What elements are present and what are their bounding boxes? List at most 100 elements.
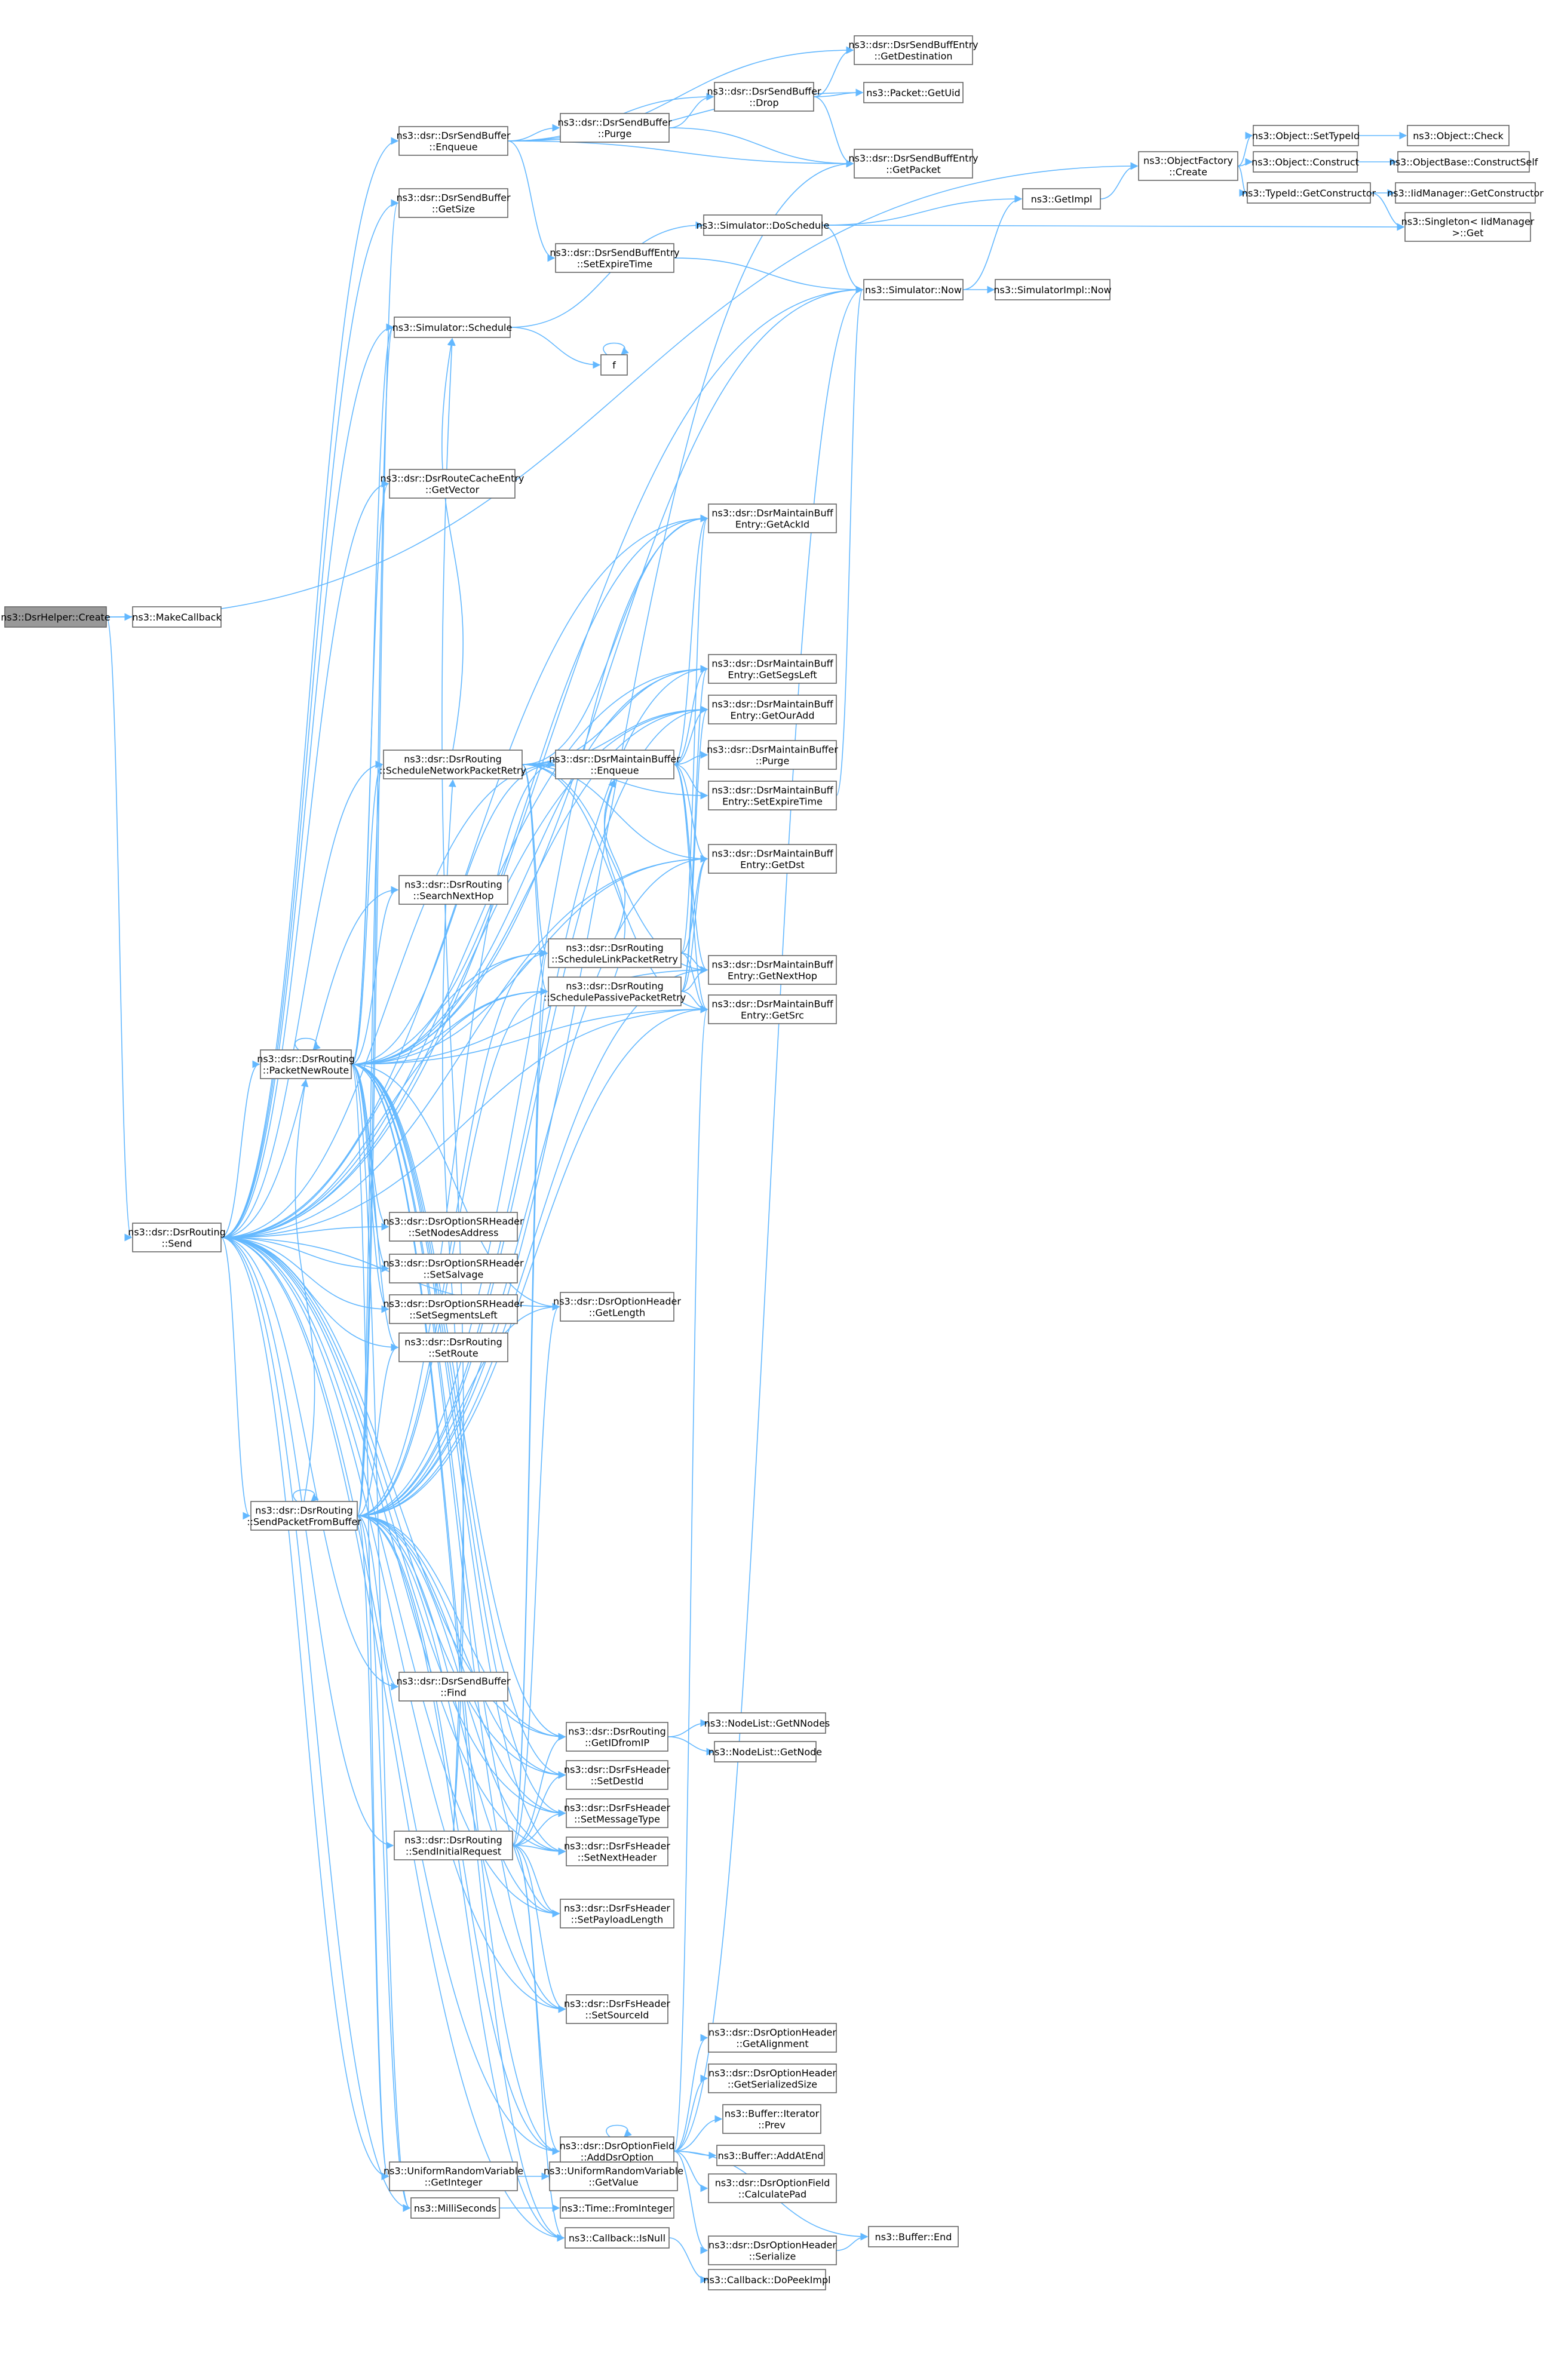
node-ohserialize[interactable]: ns3::dsr::DsrOptionHeader::Serialize bbox=[708, 2235, 837, 2265]
edge-create-to-ofcreate bbox=[106, 162, 1139, 618]
node-box bbox=[548, 938, 682, 968]
node-addopt[interactable]: ns3::dsr::DsrOptionField::AddDsrOption bbox=[560, 2136, 675, 2166]
edge-addopt-to-ohalign bbox=[673, 2034, 708, 2152]
edge-addopt-to-mbsrc bbox=[673, 1006, 708, 2152]
edge-pnr-to-mbdst bbox=[351, 855, 708, 1065]
node-sbdrop[interactable]: ns3::dsr::DsrSendBuffer::Drop bbox=[707, 82, 821, 112]
node-iidgetctor[interactable]: ns3::IidManager::GetConstructor bbox=[1387, 182, 1544, 204]
node-rcegetvec[interactable]: ns3::dsr::DsrRouteCacheEntry::GetVector bbox=[380, 469, 524, 499]
edge-ofcreate-to-settypeid bbox=[1237, 131, 1253, 167]
edge-sir-to-spprt bbox=[512, 988, 548, 1846]
node-mbenq[interactable]: ns3::dsr::DsrMaintainBuffer::Enqueue bbox=[549, 750, 680, 779]
node-bufend[interactable]: ns3::Buffer::End bbox=[868, 2226, 959, 2247]
node-snh[interactable]: ns3::dsr::DsrRouting::SearchNextHop bbox=[398, 875, 508, 905]
node-isnull[interactable]: ns3::Callback::IsNull bbox=[565, 2227, 670, 2249]
node-pnr[interactable]: ns3::dsr::DsrRouting::PacketNewRoute bbox=[257, 1049, 355, 1079]
node-ofcreate[interactable]: ns3::ObjectFactory::Create bbox=[1138, 151, 1238, 181]
edge-send-to-sbenq bbox=[220, 137, 399, 1238]
node-getuid[interactable]: ns3::Packet::GetUid bbox=[863, 82, 964, 103]
node-box bbox=[1253, 125, 1359, 146]
edge-sbeset-to-simnow bbox=[673, 257, 864, 294]
node-ohlen[interactable]: ns3::dsr::DsrOptionHeader::GetLength bbox=[553, 1292, 681, 1322]
node-sbeset[interactable]: ns3::dsr::DsrSendBuffEntry::SetExpireTim… bbox=[550, 243, 680, 273]
node-objconstruct[interactable]: ns3::Object::Construct bbox=[1251, 151, 1359, 173]
node-ms[interactable]: ns3::MilliSeconds bbox=[410, 2197, 500, 2219]
node-bufadd[interactable]: ns3::Buffer::AddAtEnd bbox=[716, 2145, 825, 2166]
node-box bbox=[854, 149, 973, 179]
node-send[interactable]: ns3::dsr::DsrRouting::Send bbox=[128, 1223, 226, 1252]
node-dopeek[interactable]: ns3::Callback::DoPeekImpl bbox=[703, 2269, 831, 2290]
node-ohalign[interactable]: ns3::dsr::DsrOptionHeader::GetAlignment bbox=[708, 2023, 837, 2053]
node-singleton[interactable]: ns3::Singleton< IidManager>::Get bbox=[1401, 212, 1535, 242]
node-fsdest[interactable]: ns3::dsr::DsrFsHeader::SetDestId bbox=[564, 1760, 670, 1790]
node-label-line: ns3::dsr::DsrMaintainBuffer bbox=[549, 754, 680, 765]
node-dosched[interactable]: ns3::Simulator::DoSchedule bbox=[697, 214, 830, 236]
node-setroute[interactable]: ns3::dsr::DsrRouting::SetRoute bbox=[398, 1332, 508, 1362]
node-box bbox=[1395, 182, 1536, 204]
node-simnow[interactable]: ns3::Simulator::Now bbox=[863, 279, 964, 300]
node-simimplnow[interactable]: ns3::SimulatorImpl::Now bbox=[993, 279, 1112, 300]
node-snprt[interactable]: ns3::dsr::DsrRouting::ScheduleNetworkPac… bbox=[379, 750, 526, 779]
node-mbnext[interactable]: ns3::dsr::DsrMaintainBuffEntry::GetNextH… bbox=[708, 955, 837, 985]
edge-pnr-to-rcegetvec bbox=[351, 480, 389, 1065]
node-tidgetctor[interactable]: ns3::TypeId::GetConstructor bbox=[1242, 182, 1376, 204]
node-sbgetsize[interactable]: ns3::dsr::DsrSendBuffer::GetSize bbox=[396, 188, 511, 218]
node-nlgetn[interactable]: ns3::NodeList::GetNNodes bbox=[704, 1712, 830, 1734]
edge-sir-to-getid bbox=[512, 1733, 566, 1846]
node-mbours[interactable]: ns3::dsr::DsrMaintainBuffEntry::GetOurAd… bbox=[708, 695, 837, 724]
node-setsalv[interactable]: ns3::dsr::DsrOptionSRHeader::SetSalvage bbox=[383, 1254, 524, 1283]
node-mbpurge[interactable]: ns3::dsr::DsrMaintainBuffer::Purge bbox=[707, 740, 838, 770]
node-bufprev[interactable]: ns3::Buffer::Iterator::Prev bbox=[722, 2104, 821, 2134]
node-setsegs[interactable]: ns3::dsr::DsrOptionSRHeader::SetSegments… bbox=[383, 1294, 524, 1324]
edge-send-to-mbsrc bbox=[220, 1005, 708, 1238]
edge-dosched-to-singleton bbox=[821, 223, 1405, 231]
node-box bbox=[132, 1223, 222, 1252]
node-box bbox=[708, 781, 837, 810]
node-sir[interactable]: ns3::dsr::DsrRouting::SendInitialRequest bbox=[394, 1831, 513, 1860]
node-sbfind[interactable]: ns3::dsr::DsrSendBuffer::Find bbox=[396, 1672, 511, 1702]
edge-slprt-to-mbdst bbox=[680, 855, 708, 954]
node-getimpl[interactable]: ns3::GetImpl bbox=[1022, 188, 1101, 210]
edge-pnr-to-snprt bbox=[351, 760, 384, 1065]
node-calcpad[interactable]: ns3::dsr::DsrOptionField::CalculatePad bbox=[708, 2173, 837, 2203]
node-ohser[interactable]: ns3::dsr::DsrOptionHeader::GetSerialized… bbox=[708, 2063, 837, 2093]
node-f[interactable]: f bbox=[600, 354, 628, 376]
node-settypeid[interactable]: ns3::Object::SetTypeId bbox=[1252, 125, 1360, 146]
node-fsmsg[interactable]: ns3::dsr::DsrFsHeader::SetMessageType bbox=[564, 1798, 670, 1828]
node-label-line: ::Purge bbox=[756, 756, 790, 767]
node-getint[interactable]: ns3::UniformRandomVariable::GetInteger bbox=[384, 2161, 523, 2191]
node-label-line: ns3::dsr::DsrRouting bbox=[255, 1505, 353, 1516]
node-fromint[interactable]: ns3::Time::FromInteger bbox=[560, 2197, 674, 2219]
node-nlget[interactable]: ns3::NodeList::GetNode bbox=[708, 1741, 822, 1762]
node-obconstructself[interactable]: ns3::ObjectBase::ConstructSelf bbox=[1389, 151, 1538, 173]
node-fssrc[interactable]: ns3::dsr::DsrFsHeader::SetSourceId bbox=[564, 1994, 670, 2024]
node-slprt[interactable]: ns3::dsr::DsrRouting::ScheduleLinkPacket… bbox=[548, 938, 682, 968]
node-spfb[interactable]: ns3::dsr::DsrRouting::SendPacketFromBuff… bbox=[247, 1501, 361, 1531]
node-mbexp[interactable]: ns3::dsr::DsrMaintainBuffEntry::SetExpir… bbox=[708, 781, 837, 810]
node-setnodes[interactable]: ns3::dsr::DsrOptionSRHeader::SetNodesAdd… bbox=[383, 1212, 524, 1242]
node-makecb[interactable]: ns3::MakeCallback bbox=[132, 606, 222, 628]
node-label-line: ::SetRoute bbox=[428, 1348, 478, 1359]
node-box bbox=[260, 1049, 352, 1079]
node-sbenq[interactable]: ns3::dsr::DsrSendBuffer::Enqueue bbox=[396, 126, 511, 156]
node-sbpurge[interactable]: ns3::dsr::DsrSendBuffer::Purge bbox=[557, 113, 672, 143]
node-fsnext[interactable]: ns3::dsr::DsrFsHeader::SetNextHeader bbox=[564, 1837, 670, 1866]
node-spprt[interactable]: ns3::dsr::DsrRouting::SchedulePassivePac… bbox=[544, 976, 686, 1006]
node-getid[interactable]: ns3::dsr::DsrRouting::GetIDfromIP bbox=[566, 1722, 668, 1752]
node-label-line: ::SetSalvage bbox=[424, 1269, 484, 1280]
node-label-line: ::SetDestId bbox=[591, 1776, 644, 1787]
node-label-line: ns3::dsr::DsrSendBuffer bbox=[396, 1676, 511, 1687]
node-getval[interactable]: ns3::UniformRandomVariable::GetValue bbox=[544, 2161, 683, 2191]
node-fspay[interactable]: ns3::dsr::DsrFsHeader::SetPayloadLength bbox=[560, 1899, 674, 1928]
node-label-line: ns3::dsr::DsrFsHeader bbox=[564, 1802, 670, 1814]
node-sbedest[interactable]: ns3::dsr::DsrSendBuffEntry::GetDestinati… bbox=[848, 35, 978, 65]
node-box bbox=[566, 1798, 668, 1828]
node-sbepkt[interactable]: ns3::dsr::DsrSendBuffEntry::GetPacket bbox=[848, 149, 978, 179]
node-create[interactable]: ns3::DsrHelper::Create bbox=[1, 606, 111, 628]
node-mbsegs[interactable]: ns3::dsr::DsrMaintainBuffEntry::GetSegsL… bbox=[708, 654, 837, 684]
node-schedule[interactable]: ns3::Simulator::Schedule bbox=[392, 317, 513, 338]
node-objcheck[interactable]: ns3::Object::Check bbox=[1407, 125, 1510, 146]
